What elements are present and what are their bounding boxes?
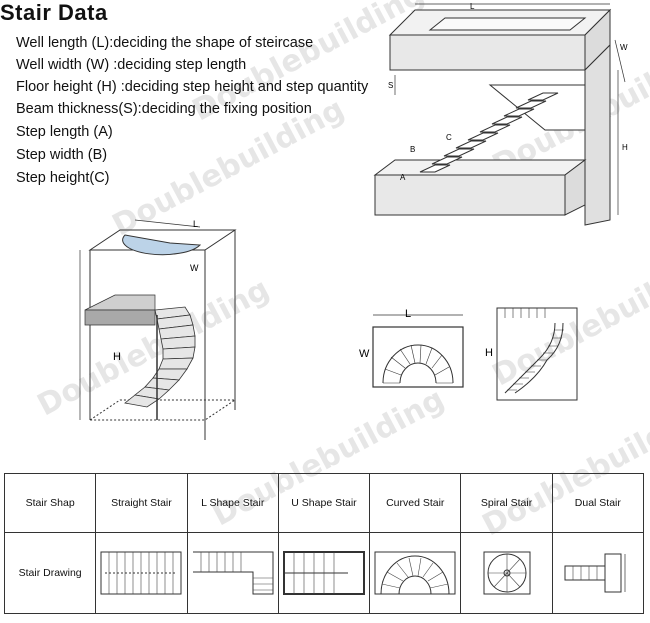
page-title: Stair Data: [0, 0, 108, 25]
column-u-shape-stair: U Shape Stair: [277, 473, 371, 533]
label-s: S: [388, 81, 393, 90]
label-h: H: [113, 351, 121, 363]
definition-step-width: Step width (B): [16, 147, 108, 163]
label-w: W: [359, 348, 370, 360]
spiral-stair-diagram: L W H: [79, 219, 237, 440]
column-curved-stair: Curved Stair: [369, 473, 462, 533]
label-h: H: [485, 347, 493, 359]
definition-floor-height: Floor height (H) :deciding step height a…: [16, 79, 369, 95]
label-w: W: [190, 263, 199, 273]
straight-stair-drawing: [95, 532, 188, 614]
column-spiral-stair: Spiral Stair: [460, 473, 553, 533]
row-drawing-label: Stair Drawing: [3, 532, 97, 614]
definition-well-width: Well width (W) :deciding step length: [16, 57, 247, 73]
label-h: H: [622, 143, 628, 152]
label-b: B: [410, 145, 415, 154]
column-dual-stair: Dual Stair: [551, 473, 645, 533]
stair-well-diagram: L W S H A B C: [373, 2, 628, 226]
column-straight-stair: Straight Stair: [95, 473, 188, 533]
curved-stair-plan: L W: [359, 308, 464, 388]
definition-beam-thickness: Beam thickness(S):deciding the fixing po…: [16, 101, 312, 117]
l-shape-stair-drawing: [186, 532, 279, 614]
definition-step-length: Step length (A): [16, 124, 113, 140]
label-l: L: [470, 2, 475, 11]
u-shape-stair-drawing: [277, 532, 371, 614]
label-l: L: [193, 219, 198, 229]
label-l: L: [405, 308, 411, 320]
label-w: W: [620, 43, 628, 52]
dual-stair-drawing: [551, 532, 645, 614]
definition-well-length: Well length (L):deciding the shape of st…: [16, 35, 314, 51]
curved-stair-drawing: [369, 532, 462, 614]
row-header-label: Stair Shap: [3, 473, 97, 533]
curved-stair-elevation: H: [485, 307, 578, 401]
stair-types-table: Stair Shap Straight Stair L Shape Stair …: [3, 473, 645, 614]
label-c: C: [446, 133, 452, 142]
spiral-stair-drawing: [460, 532, 553, 614]
column-l-shape-stair: L Shape Stair: [186, 473, 279, 533]
label-a: A: [400, 173, 406, 182]
definition-step-height: Step height(C): [16, 170, 110, 186]
